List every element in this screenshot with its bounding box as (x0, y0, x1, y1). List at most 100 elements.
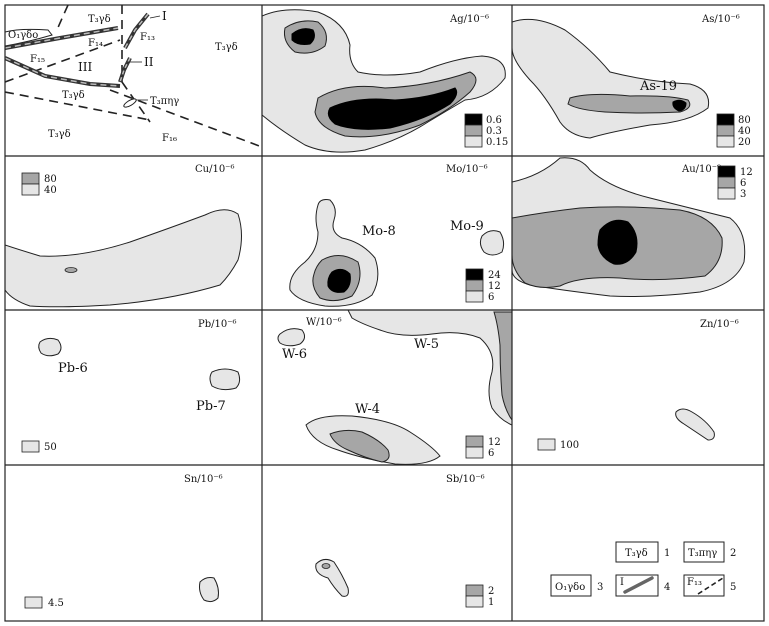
au-legend-swatch-1 (717, 176, 736, 189)
cu-title: Cu/10⁻⁶ (195, 164, 234, 175)
zn-contour-low (675, 408, 715, 441)
vein-iii-inner (5, 57, 121, 87)
w-6-contour (277, 328, 306, 347)
unit-label-4: T₃γδ (62, 90, 85, 101)
ag-legend-label-0: 0.6 (486, 115, 502, 126)
ag-title: Ag/10⁻⁶ (449, 14, 489, 25)
panel-ag: Ag/10⁻⁶ 0.6 0.3 0.15 (262, 9, 508, 153)
as-legend-swatch-1 (716, 124, 735, 137)
boundary-dashed-2 (55, 5, 69, 33)
as-contour-mid (567, 93, 691, 114)
w-legend-swatch-0 (465, 435, 484, 448)
ag-legend-label-1: 0.3 (486, 126, 502, 137)
svg-text:5: 5 (730, 582, 736, 593)
as-contour-low (512, 18, 710, 139)
panel-cu: Cu/10⁻⁶ 80 40 (5, 164, 242, 308)
panel-au: Au/10⁻⁹ 12 6 3 (512, 157, 753, 297)
fault-f16-line (109, 89, 262, 148)
ag-contour-high-2 (327, 87, 458, 130)
mo-legend-label-1: 12 (488, 281, 501, 292)
fault-label-f16: F₁₆ (162, 133, 177, 144)
svg-text:4: 4 (664, 582, 670, 593)
sn-legend-label-0: 4.5 (48, 598, 64, 609)
cu-contour-low (5, 209, 242, 308)
panel-sb: Sb/10⁻⁶ 2 1 (315, 474, 494, 608)
vein-f14-inner (5, 27, 119, 49)
as-legend-swatch-0 (716, 113, 735, 126)
ag-legend-swatch-0 (464, 113, 483, 126)
ag-legend-label-2: 0.15 (486, 137, 508, 148)
key-item-2: T₃πηγ 2 (683, 541, 736, 563)
pb-7-contour (209, 368, 241, 391)
mo-contour-high (327, 268, 351, 293)
vein-ii-inner (119, 57, 131, 83)
boundary-dashed-3 (5, 91, 151, 121)
mo-legend-swatch-1 (465, 279, 484, 292)
sb-contour-low (315, 558, 349, 597)
panel-sn: Sn/10⁻⁶ 4.5 (24, 474, 223, 609)
svg-text:3: 3 (597, 582, 603, 593)
mo-8-label: Mo-8 (362, 224, 396, 239)
au-contour-high (597, 219, 638, 265)
svg-text:O₁γδo: O₁γδo (555, 582, 585, 593)
ag-legend-swatch-2 (464, 135, 483, 148)
mo-legend-label-2: 6 (488, 292, 494, 303)
vein-label-ii: II (144, 55, 154, 69)
as-legend-label-2: 20 (738, 137, 751, 148)
au-title: Au/10⁻⁹ (681, 164, 721, 175)
fault-label-f15: F₁₅ (30, 54, 45, 65)
as-anomaly-label: As-19 (639, 79, 677, 94)
sb-legend-label-0: 2 (488, 586, 494, 597)
unit-label-6: T₃πηγ (150, 96, 179, 107)
svg-text:I: I (620, 577, 624, 588)
w-4-contour-mid (329, 429, 390, 463)
vein-iii (5, 56, 121, 88)
key-item-3: O₁γδo 3 (550, 574, 603, 597)
sb-contour-mid (321, 563, 331, 569)
cu-legend-label-0: 80 (44, 174, 57, 185)
unit-label-3: T₃γδ (215, 42, 238, 53)
main-fault-dashed-2 (121, 81, 151, 123)
w-5-label: W-5 (414, 337, 439, 352)
cu-legend-label-1: 40 (44, 185, 57, 196)
fault-label-f13: F₁₃ (140, 32, 155, 43)
panel-pb: Pb-6 Pb-7 Pb/10⁻⁶ 50 (21, 319, 241, 453)
mo-legend-swatch-2 (465, 290, 484, 303)
as-legend-label-1: 40 (738, 126, 751, 137)
panel-as: As-19 As/10⁻⁶ 80 40 20 (512, 14, 751, 148)
mo-9-contour (479, 230, 505, 256)
w-legend-label-0: 12 (488, 437, 501, 448)
unit-label-5: T₃γδ (48, 129, 71, 140)
panel-key: T₃γδ 1 T₃πηγ 2 O₁γδo 3 I 4 F₁₃ 5 (550, 541, 736, 597)
cu-contour-mid (64, 267, 78, 273)
au-legend-label-2: 3 (740, 189, 746, 200)
sb-legend-swatch-0 (465, 584, 484, 597)
svg-text:T₃γδ: T₃γδ (625, 548, 648, 559)
key-item-5: F₁₃ 5 (683, 574, 736, 597)
key-item-4: I 4 (615, 574, 670, 597)
cu-legend-swatch-1 (21, 183, 40, 196)
o1-unit-boundary (5, 28, 53, 47)
vein-i-inner (124, 13, 149, 49)
mo-title: Mo/10⁻⁶ (446, 164, 488, 175)
w-title: W/10⁻⁶ (306, 317, 342, 328)
sn-legend-swatch-0 (24, 596, 43, 609)
pb-6-contour (38, 337, 62, 357)
w-6-label: W-6 (282, 347, 307, 362)
pluton-t3pi (123, 98, 137, 108)
fault-label-f14: F₁₄ (88, 38, 103, 49)
w-legend-label-1: 6 (488, 448, 494, 459)
sn-contour-low (199, 577, 219, 603)
sb-title: Sb/10⁻⁶ (446, 474, 485, 485)
au-legend-swatch-0 (717, 165, 736, 178)
mo-legend-label-0: 24 (488, 270, 501, 281)
svg-text:2: 2 (730, 548, 736, 559)
panel-zn: Zn/10⁻⁶ 100 (537, 319, 739, 451)
panel-w: W-6 W-5 W-4 W/10⁻⁶ 12 6 (277, 310, 512, 465)
w-legend-swatch-1 (465, 446, 484, 459)
sb-legend-label-1: 1 (488, 597, 494, 608)
panel-geology: T₃γδ O₁γδo T₃γδ T₃γδ T₃γδ T₃πηγ F₁₃ F₁₄ … (5, 5, 262, 148)
mo-legend-swatch-0 (465, 268, 484, 281)
as-legend-label-0: 80 (738, 115, 751, 126)
sn-title: Sn/10⁻⁶ (184, 474, 223, 485)
